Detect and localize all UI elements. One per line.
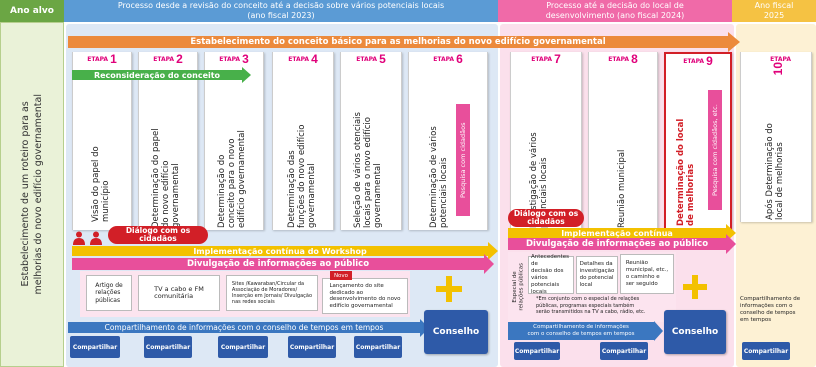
disclosure-bar-left: Divulgação de informações ao público — [72, 258, 484, 270]
side-title: Estabelecimento de um roteiro para as me… — [20, 94, 44, 295]
reconsideration-arrow — [242, 67, 251, 83]
stage-5-text: Seleção de vários otenciais locais para … — [353, 112, 383, 228]
info-public-relations-article: Artigo de relações públicas — [86, 275, 132, 311]
citizen-survey-etc-box: Pesquisa com cidadãos, etc. — [708, 90, 722, 210]
period-2024-header: Processo até a decisão do local de desen… — [498, 0, 732, 22]
workshop-bar: Implementação contínua do Workshop — [72, 246, 488, 256]
share-button-4[interactable]: Compartilhar — [288, 336, 336, 358]
share-button-6[interactable]: Compartilhar — [514, 342, 560, 360]
council-box-left[interactable]: Conselho — [424, 310, 488, 354]
council-box-right[interactable]: Conselho — [664, 310, 726, 354]
people-icon — [72, 230, 106, 245]
reconsideration-bar: Reconsideração do conceito — [72, 70, 242, 80]
stage-10-num: 10 — [771, 62, 785, 76]
plus-icon-right — [682, 274, 708, 300]
info-decision-background: Antecedentes de decisão dos vários poten… — [528, 254, 574, 295]
continuous-implementation-arrow — [726, 224, 736, 242]
info-sites-newsletters: Sites /Kawaraban/Circular da Associação … — [226, 275, 318, 311]
continuous-implementation-bar: Implementação contínua — [508, 228, 726, 238]
share-button-7[interactable]: Compartilhar — [600, 342, 648, 360]
new-badge: Novo — [330, 271, 352, 280]
plus-icon-left — [434, 274, 464, 304]
workshop-arrow — [488, 242, 498, 260]
stage-10-text: Após Determinação do local de melhorias — [765, 123, 785, 220]
stage-6-text: Determinação de vários potenciais locais — [429, 126, 449, 228]
stage-4-text: Determinação das funções do novo edifíci… — [287, 124, 317, 228]
stage-3-text: Determinação do conceito para o novo edi… — [217, 130, 247, 228]
stage-9-text: Determinação do local de melhorias — [676, 118, 696, 226]
disclosure-arrow-right — [726, 234, 736, 254]
info-dedicated-website: Lançamento do site dedicado ao desenvolv… — [322, 278, 408, 314]
info-cable-tv-fm: TV a cabo e FM comunitária — [138, 275, 220, 311]
special-pr-label: Especial de relações públicas — [511, 263, 525, 311]
share-button-1[interactable]: Compartilhar — [70, 336, 120, 358]
stage-1-text: Visão do papel do município — [91, 146, 111, 222]
period-2023-header: Processo desde a revisão do conceito até… — [64, 0, 498, 22]
side-panel — [0, 22, 64, 367]
basic-concept-arrow — [728, 32, 740, 52]
citizen-dialogue-pill-right: Diálogo com os cidadãos — [508, 209, 584, 227]
share-button-5[interactable]: Compartilhar — [354, 336, 402, 358]
share-button-2[interactable]: Compartilhar — [144, 336, 192, 358]
citizen-dialogue-pill-left: Diálogo com os cidadãos — [108, 226, 208, 244]
info-investigation-details: Detalhes da investigação do potencial lo… — [576, 256, 618, 294]
info-sharing-arrow-right — [654, 321, 663, 341]
citizen-survey-box: Pesquisa com cidadãos — [456, 104, 470, 216]
stage-8-text: Reunião municipal — [617, 149, 627, 228]
share-button-3[interactable]: Compartilhar — [218, 336, 268, 358]
info-municipal-meeting: Reunião municipal, etc., o caminho e ser… — [620, 254, 674, 294]
info-sharing-bar-left: Compartilhamento de informações com o co… — [68, 322, 420, 333]
target-year-label: Ano alvo — [0, 0, 64, 22]
info-sharing-bar-right: Compartilhamento de informações com o co… — [508, 322, 654, 340]
info-sharing-far-right: Compartilhamento de informações com o co… — [740, 296, 801, 323]
disclosure-arrow-left — [484, 254, 494, 274]
special-note: *Em conjunto com o especial de relações … — [536, 296, 646, 315]
stage-10: ETAPA 10 Após Determinação do local de m… — [740, 52, 812, 222]
disclosure-bar-right: Divulgação de informações ao público — [508, 238, 726, 250]
share-button-8[interactable]: Compartilhar — [742, 342, 790, 360]
period-2025-header: Ano fiscal 2025 — [732, 0, 816, 22]
stage-2-text: Determinação do papel do novo edifício g… — [151, 128, 181, 228]
basic-concept-bar: Estabelecimento do conceito básico para … — [68, 36, 728, 48]
